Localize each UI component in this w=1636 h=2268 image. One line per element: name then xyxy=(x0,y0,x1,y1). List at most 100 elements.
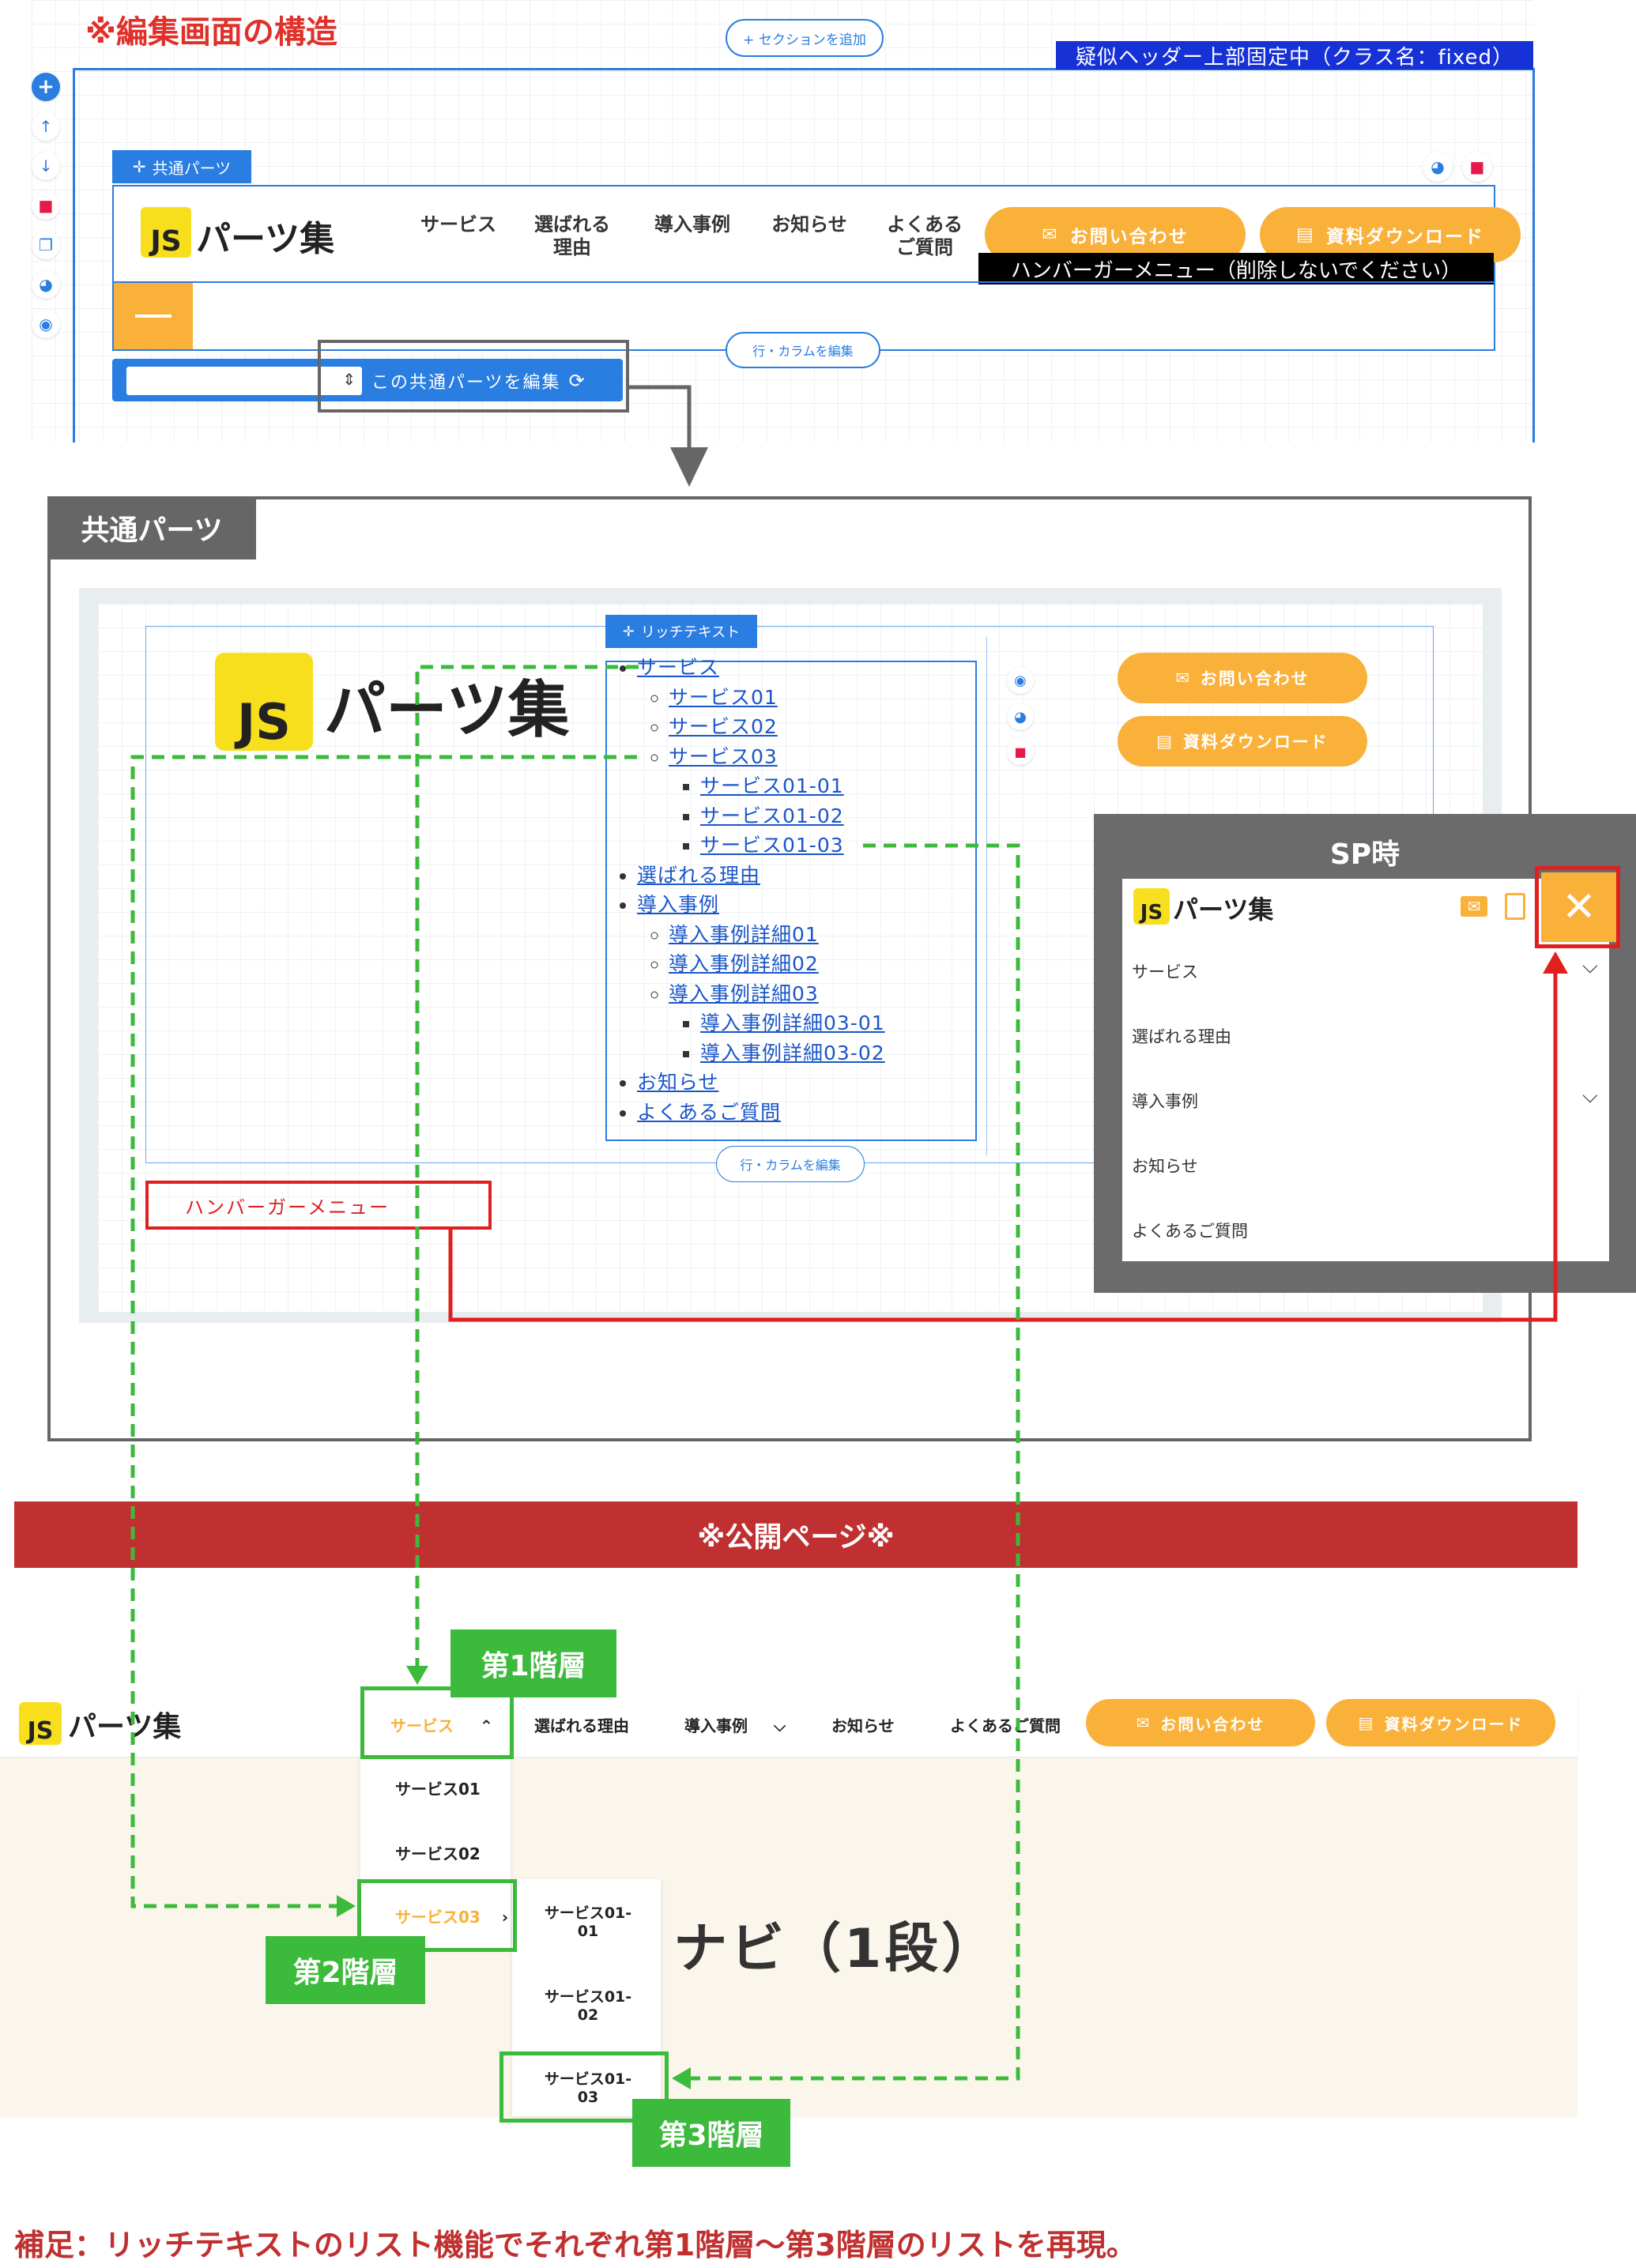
rt-link-case03[interactable]: 導入事例詳細03 xyxy=(669,981,819,1005)
level2-label: 第2階層 xyxy=(266,1936,425,2004)
public-nav-faq[interactable]: よくあるご質問 xyxy=(950,1716,1061,1735)
trash-icon[interactable]: ■ xyxy=(1007,738,1034,765)
arrow-down-icon[interactable]: ↓ xyxy=(32,152,60,180)
eye-icon[interactable]: ◉ xyxy=(32,310,60,338)
rt-link-service02[interactable]: サービス02 xyxy=(669,715,778,738)
public-nav-news[interactable]: お知らせ xyxy=(831,1716,895,1735)
nav-item-cases[interactable]: 導入事例 xyxy=(654,213,730,235)
section-toolbar: + ↑ ↓ ■ ❐ ◕ ◉ xyxy=(32,73,71,338)
rt-link-case03-01[interactable]: 導入事例詳細03-01 xyxy=(700,1012,885,1034)
hamburger-button[interactable] xyxy=(114,283,193,349)
rich-text-tag[interactable]: ✛ リッチテキスト xyxy=(605,615,757,648)
public-nav-cases[interactable]: 導入事例 ⌵ xyxy=(684,1716,786,1735)
nav-item-faq[interactable]: よくある ご質問 xyxy=(887,213,963,258)
panel-download-button[interactable]: ▤ 資料ダウンロード xyxy=(1118,716,1367,767)
green-connector-level3 xyxy=(672,843,1020,2089)
rich-text-list: サービス サービス01 サービス02 サービス03 サービス01-01 サービス… xyxy=(605,653,885,1127)
rt-link-case03-02[interactable]: 導入事例詳細03-02 xyxy=(700,1041,885,1064)
level1-highlight xyxy=(360,1686,514,1759)
public-logo-text: パーツ集 xyxy=(68,1711,182,1743)
sp-item-service[interactable]: サービス xyxy=(1132,963,1198,981)
level1-label: 第1階層 xyxy=(450,1629,616,1697)
chevron-down-icon: ⌵ xyxy=(773,1716,786,1735)
palette-icon[interactable]: ◕ xyxy=(1423,152,1453,182)
trash-icon[interactable]: ■ xyxy=(1462,152,1492,182)
palette-icon[interactable]: ◕ xyxy=(32,270,60,299)
red-connector xyxy=(448,951,1568,1322)
rt-link-service03[interactable]: サービス03 xyxy=(669,744,778,768)
public-nav-service[interactable]: サービス ⌃ xyxy=(390,1716,493,1735)
add-icon[interactable]: + xyxy=(32,73,60,101)
submenu-level2 xyxy=(360,1754,511,1949)
rt-link-service01-02[interactable]: サービス01-02 xyxy=(700,804,844,827)
panel-js-logo: JS xyxy=(215,653,313,751)
level3-label: 第3階層 xyxy=(632,2099,790,2167)
copy-icon[interactable]: ❐ xyxy=(32,231,60,259)
common-parts-tag[interactable]: ✛ 共通パーツ xyxy=(112,150,251,183)
move-icon: ✛ xyxy=(132,157,146,176)
palette-icon[interactable]: ◕ xyxy=(1007,703,1034,730)
rt-link-news[interactable]: お知らせ xyxy=(637,1071,719,1094)
public-nav-reason[interactable]: 選ばれる理由 xyxy=(534,1716,629,1735)
sp-chevron-down-icon[interactable]: ⌵ xyxy=(1582,955,1598,978)
js-logo: JS xyxy=(141,207,191,258)
sp-item-reason[interactable]: 選ばれる理由 xyxy=(1132,1027,1231,1046)
public-download-button[interactable]: ▤ 資料ダウンロード xyxy=(1326,1699,1555,1746)
panel-row-col-edit-button[interactable]: 行・カラムを編集 xyxy=(716,1146,865,1182)
rt-link-reason[interactable]: 選ばれる理由 xyxy=(637,863,761,887)
trash-icon[interactable]: ■ xyxy=(32,191,60,220)
rt-link-service01-03[interactable]: サービス01-03 xyxy=(700,834,844,857)
arrow-up-icon[interactable]: ↑ xyxy=(32,112,60,141)
footnote: 補足：リッチテキストのリスト機能でそれぞれ第1階層〜第3階層のリストを再現。 xyxy=(14,2228,1137,2262)
rt-link-service01[interactable]: サービス01 xyxy=(669,685,778,709)
sync-icon: ⟳ xyxy=(568,370,586,392)
common-parts-select[interactable]: ⇕ xyxy=(126,367,362,395)
submenu-level3 xyxy=(512,1879,661,2116)
submenu3-item-0103[interactable]: サービス01- 03 xyxy=(544,2070,632,2106)
add-section-button[interactable]: + セクションを追加 xyxy=(726,19,884,57)
mail-icon: ✉ xyxy=(1175,669,1191,688)
public-contact-button[interactable]: ✉ お問い合わせ xyxy=(1086,1699,1315,1746)
rt-link-service[interactable]: サービス xyxy=(637,656,720,679)
level2-highlight xyxy=(357,1879,517,1952)
chevron-right-icon: › xyxy=(501,1908,509,1927)
submenu3-item-0101[interactable]: サービス01- 01 xyxy=(544,1904,632,1940)
rt-link-cases[interactable]: 導入事例 xyxy=(637,893,720,916)
sp-item-news[interactable]: お知らせ xyxy=(1132,1157,1198,1176)
eye-icon[interactable]: ◉ xyxy=(1007,667,1034,694)
mail-icon: ✉ xyxy=(1042,224,1059,245)
document-icon: ▤ xyxy=(1358,1713,1375,1732)
sp-mail-icon[interactable]: ✉ xyxy=(1461,896,1487,917)
nav-item-news[interactable]: お知らせ xyxy=(771,213,847,235)
sp-item-faq[interactable]: よくあるご質問 xyxy=(1132,1222,1248,1241)
submenu-item-service02[interactable]: サービス02 xyxy=(395,1844,481,1863)
panel-column-divider xyxy=(986,637,987,1155)
edit-common-parts-button[interactable]: この共通パーツを編集 ⟳ xyxy=(371,370,586,393)
pseudo-header-note: 疑似ヘッダー上部固定中（クラス名：fixed） xyxy=(1056,41,1533,70)
mail-icon: ✉ xyxy=(1136,1713,1152,1732)
sp-close-button[interactable]: ✕ xyxy=(1541,872,1617,942)
green-connector-level2 xyxy=(130,755,637,1917)
sp-item-cases[interactable]: 導入事例 xyxy=(1132,1092,1198,1111)
public-banner: ※公開ページ※ xyxy=(14,1501,1578,1568)
sp-chevron-down-icon[interactable]: ⌵ xyxy=(1582,1084,1598,1108)
nav-item-service[interactable]: サービス xyxy=(420,213,496,235)
rt-link-case01[interactable]: 導入事例詳細01 xyxy=(669,922,819,946)
hamburger-menu-label-box: ハンバーガーメニュー xyxy=(145,1181,492,1230)
rich-text-box xyxy=(605,661,977,1141)
submenu-item-service01[interactable]: サービス01 xyxy=(395,1780,481,1799)
sp-document-icon[interactable] xyxy=(1505,893,1525,920)
row-col-edit-button[interactable]: 行・カラムを編集 xyxy=(726,332,880,368)
nav-item-reason[interactable]: 選ばれる 理由 xyxy=(534,213,610,258)
editor-heading: ※編集画面の構造 xyxy=(85,14,337,51)
rt-link-faq[interactable]: よくあるご質問 xyxy=(637,1100,782,1124)
rt-link-service01-01[interactable]: サービス01-01 xyxy=(700,774,844,797)
hamburger-note: ハンバーガーメニュー（削除しないでください） xyxy=(978,253,1494,284)
submenu3-item-0102[interactable]: サービス01- 02 xyxy=(544,1988,632,2024)
logo-text: パーツ集 xyxy=(196,219,335,259)
panel-contact-button[interactable]: ✉ お問い合わせ xyxy=(1118,653,1367,703)
panel-logo-text: パーツ集 xyxy=(324,675,570,746)
rt-link-case02[interactable]: 導入事例詳細02 xyxy=(669,952,819,975)
submenu-item-service03[interactable]: サービス03 › xyxy=(395,1908,509,1927)
sp-title: SP時 xyxy=(1329,838,1400,871)
